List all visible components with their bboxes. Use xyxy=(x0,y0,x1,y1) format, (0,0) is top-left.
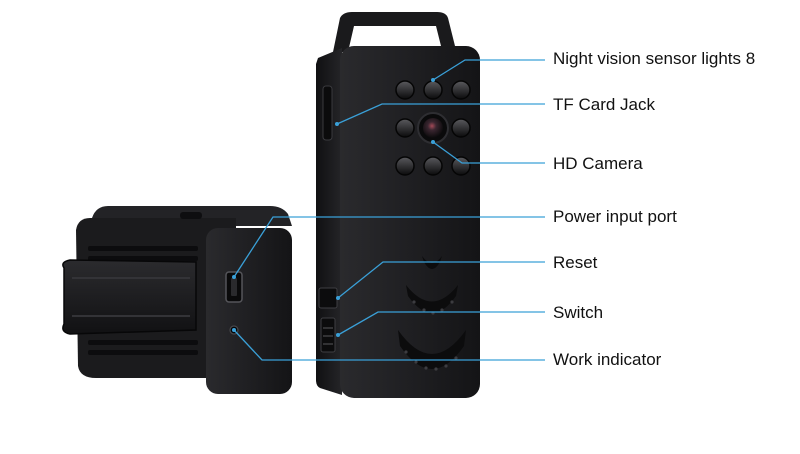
lying-device-end xyxy=(206,228,292,394)
reset-button xyxy=(318,287,338,309)
tf-card-slot xyxy=(322,85,333,141)
label-power-input-port: Power input port xyxy=(553,207,677,226)
label-switch: Switch xyxy=(553,303,604,322)
hd-camera-lens xyxy=(417,112,449,144)
label-reset: Reset xyxy=(553,253,598,272)
hanging-loop xyxy=(333,12,456,52)
switch-slider xyxy=(320,317,336,353)
belt-clip xyxy=(62,259,197,335)
label-night-vision-sensor-lights: Night vision sensor lights 8 xyxy=(553,49,756,68)
label-tf-card-jack: TF Card Jack xyxy=(553,95,656,114)
speaker-grille xyxy=(398,256,466,369)
leader-line-reset xyxy=(337,261,545,299)
label-hd-camera: HD Camera xyxy=(553,154,643,173)
label-work-indicator: Work indicator xyxy=(553,350,662,369)
leader-line-night-vision xyxy=(432,59,545,81)
night-vision-leds xyxy=(395,80,471,176)
leader-line-power-input xyxy=(233,216,545,278)
leader-lines xyxy=(233,59,545,361)
leader-dots xyxy=(232,78,435,337)
leader-line-work-indicator xyxy=(233,329,545,361)
leader-line-tf-card xyxy=(336,103,545,125)
leader-line-hd-camera xyxy=(432,141,545,164)
leader-line-switch xyxy=(337,311,545,336)
